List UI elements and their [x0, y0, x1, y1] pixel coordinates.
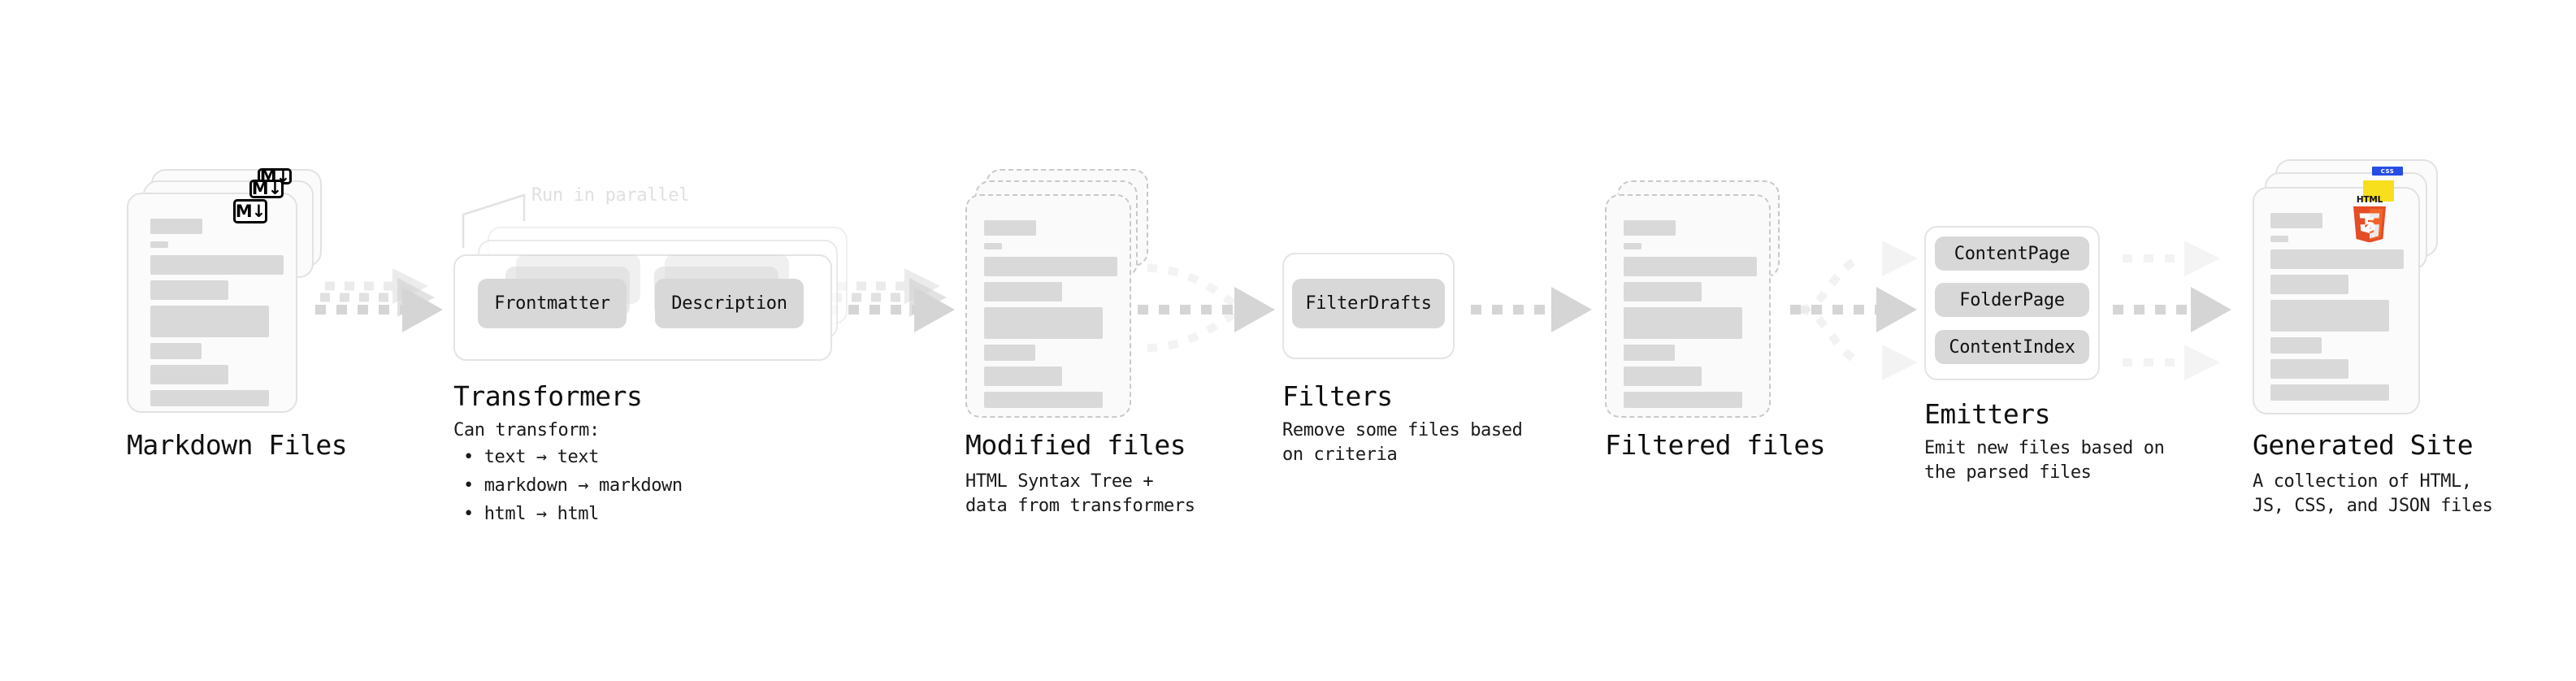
transformers-bullet-0: • text → text [463, 447, 599, 467]
skeleton-line-2 [1624, 282, 1702, 301]
markdown-badge-glyph-back-2: M↓ [259, 168, 290, 184]
skeleton-line-6 [984, 392, 1103, 408]
skeleton-line-5 [1624, 367, 1702, 386]
skeleton-line-1 [150, 255, 284, 275]
transformers-bullet-2: • html → html [463, 504, 599, 525]
filterdrafts-chip-label: FilterDrafts [1305, 293, 1432, 314]
transformers-subtitle: Can transform: [453, 420, 600, 440]
generated-site-subtitle: A collection of HTML, JS, CSS, and JSON … [2253, 471, 2493, 517]
folderpage-chip-label: FolderPage [1959, 289, 2065, 310]
skeleton-subtitle [984, 243, 1002, 249]
contentpage-chip[interactable]: ContentPage [1935, 236, 2089, 271]
contentindex-chip-label: ContentIndex [1949, 336, 2075, 358]
connector-filtered-to-emitters [1790, 241, 1918, 380]
connector-filters-to-filtered [1471, 287, 1592, 332]
emitters-title: Emitters [1924, 398, 2050, 430]
skeleton-title [984, 220, 1036, 236]
markdown-badge-back-1: M↓ [249, 180, 284, 198]
skeleton-line-5 [2270, 359, 2348, 379]
html5-badge: HTML 5 [2348, 193, 2391, 243]
skeleton-title [1624, 220, 1676, 236]
skeleton-line-4 [1624, 345, 1675, 361]
html5-badge-wordmark: HTML [2357, 195, 2383, 205]
description-chip-label: Description [671, 293, 787, 314]
markdown-doc-front [127, 193, 297, 413]
skeleton-title [2270, 213, 2322, 228]
connector-md-to-transformers [315, 268, 443, 332]
skeleton-line-6 [1624, 392, 1742, 408]
filters-title: Filters [1282, 380, 1393, 412]
skeleton-line-2 [2270, 275, 2348, 294]
connector-modified-to-filters [1138, 264, 1275, 352]
skeleton-subtitle [150, 241, 168, 248]
css-badge: CSS [2372, 167, 2403, 176]
markdown-badge-glyph-back-1: M↓ [251, 180, 282, 198]
skeleton-line-3 [2270, 300, 2389, 332]
skeleton-line-3 [150, 306, 269, 337]
skeleton-line-5 [984, 367, 1062, 386]
skeleton-line-4 [2270, 337, 2322, 354]
modified-files-subtitle: HTML Syntax Tree + data from transformer… [965, 471, 1195, 517]
skeleton-line-3 [984, 307, 1103, 339]
emitters-subtitle: Emit new files based on the parsed files [1924, 438, 2165, 484]
generated-site-title: Generated Site [2253, 429, 2474, 461]
skeleton-line-6 [150, 390, 269, 406]
html5-badge-svg: HTML 5 [2353, 195, 2386, 243]
transformers-title: Transformers [453, 380, 643, 412]
skeleton-line-1 [2270, 249, 2404, 269]
site-doc-front [2253, 187, 2420, 414]
skeleton-title [150, 219, 202, 234]
filtered-files-title: Filtered files [1605, 429, 1826, 461]
skeleton-subtitle [2270, 236, 2288, 242]
skeleton-line-4 [984, 345, 1035, 361]
js-badge [2363, 180, 2394, 202]
filterdrafts-chip[interactable]: FilterDrafts [1292, 279, 1445, 328]
markdown-badge-glyph: M↓ [235, 201, 266, 221]
skeleton-line-1 [984, 257, 1117, 276]
skeleton-line-2 [150, 280, 228, 300]
filtered-doc-front [1605, 194, 1771, 418]
filters-subtitle: Remove some files based on criteria [1282, 420, 1523, 466]
skeleton-subtitle [1624, 243, 1641, 249]
description-chip[interactable]: Description [655, 279, 804, 328]
html5-badge-number: 5 [2363, 215, 2376, 236]
frontmatter-chip-label: Frontmatter [494, 293, 610, 314]
markdown-files-title: Markdown Files [127, 429, 348, 461]
transformers-bullet-1: • markdown → markdown [463, 475, 683, 497]
skeleton-line-4 [150, 343, 202, 359]
skeleton-line-2 [984, 282, 1062, 301]
run-in-parallel-label: Run in parallel [531, 185, 690, 206]
contentindex-chip[interactable]: ContentIndex [1935, 330, 2089, 364]
folderpage-chip[interactable]: FolderPage [1935, 283, 2089, 317]
modified-files-title: Modified files [965, 429, 1186, 461]
frontmatter-chip[interactable]: Frontmatter [478, 279, 627, 328]
modified-doc-front [965, 194, 1131, 418]
markdown-badge: M↓ [233, 199, 267, 223]
skeleton-line-1 [1624, 257, 1757, 276]
skeleton-line-6 [2270, 384, 2389, 401]
skeleton-line-3 [1624, 307, 1742, 339]
connector-emitters-to-site [2113, 241, 2231, 380]
transformers-bullet-list: • text → text • markdown → markdown • ht… [463, 443, 683, 529]
contentpage-chip-label: ContentPage [1954, 243, 2071, 264]
skeleton-line-5 [150, 365, 228, 384]
css-badge-label: CSS [2380, 167, 2395, 175]
